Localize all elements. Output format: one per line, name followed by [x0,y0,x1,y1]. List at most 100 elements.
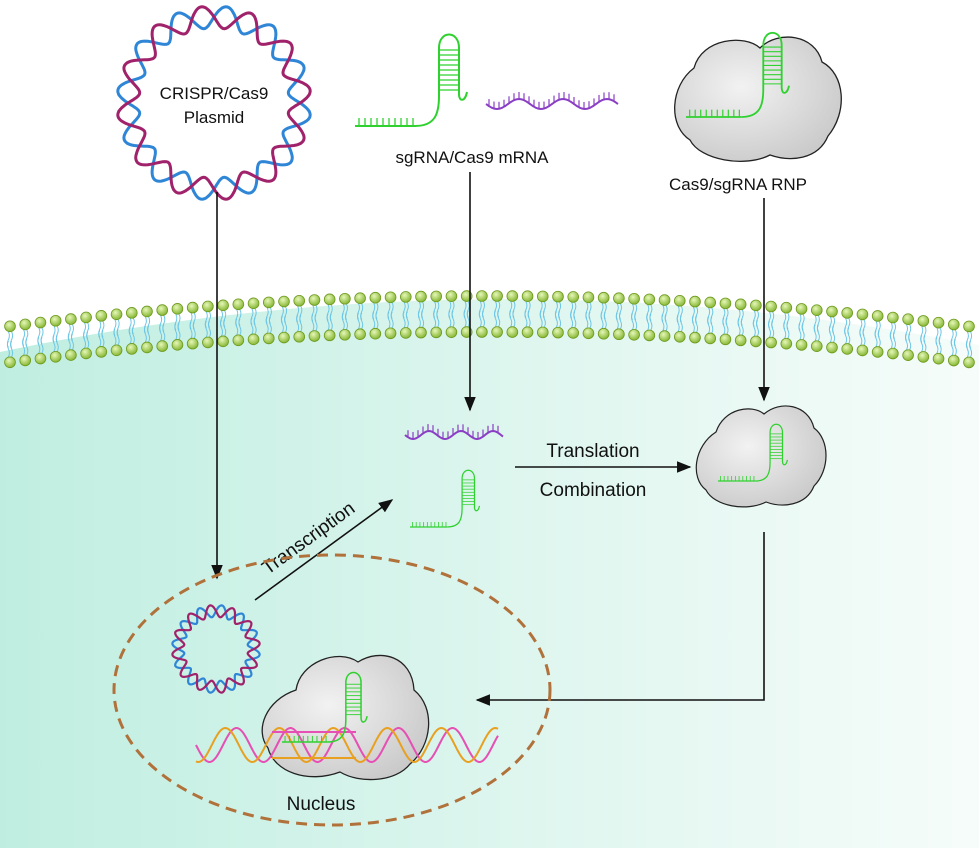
lipid-tail [341,313,345,330]
lipid-tail [284,315,288,333]
sgrna-icon [355,33,468,127]
cas9-protein-shape [674,36,842,162]
lipid-tail [862,328,866,346]
lipid-head [841,343,854,355]
lipid-head [308,330,321,342]
rnp-label: Cas9/sgRNA RNP [669,175,807,194]
cell-membrane [4,290,975,369]
cell-cytoplasm [0,299,979,848]
lipid-tail [570,311,574,328]
lipid-tail [707,316,711,334]
lipid-head [217,299,229,312]
lipid-head [95,346,108,358]
lipid-tail [390,311,394,329]
lipid-tail [969,340,973,358]
lipid-tail [646,313,650,331]
lipid-head [232,334,245,347]
lipid-tail [874,330,878,347]
lipid-head [765,336,777,349]
lipid-tail [481,310,485,327]
sgrna-hairpin [414,33,468,127]
lipid-tail [466,310,470,327]
lipid-tail [86,331,90,349]
lipid-head [963,320,975,333]
lipid-head [125,307,138,319]
lipid-tail [950,338,954,356]
lipid-head [506,290,519,302]
lipid-tail [497,310,501,327]
lipid-tail [935,337,939,354]
lipid-tail [25,338,29,356]
lipid-head [582,291,595,304]
lipid-head [171,339,184,351]
lipid-head [536,326,549,339]
sgrna-hairpin [447,469,481,528]
lipid-tail [527,310,531,328]
lipid-head [795,303,808,315]
lipid-head [4,356,16,369]
lipid-head [689,331,701,344]
lipid-tail [451,310,455,328]
translation-label: Translation [546,441,639,462]
lipid-tail [375,312,379,329]
lipid-tail [908,333,912,351]
lipid-head [247,297,260,310]
combination-label: Combination [540,480,647,501]
lipid-tail [162,324,166,341]
arrows [211,172,770,706]
lipid-tail [710,316,714,334]
nucleus-envelope [112,553,552,827]
lipid-head [613,292,625,305]
lipid-tail [131,327,135,344]
transcription-arrow [254,499,394,601]
lipid-head [125,343,138,355]
lipid-tail [877,330,881,347]
lipid-tail [192,321,196,339]
lipid-tail [558,311,562,328]
lipid-head [110,344,123,357]
lipid-tail [128,327,132,344]
lipid-tail [67,333,71,350]
cytoplasm-sgrna-icon [410,469,481,528]
lipid-tail [113,328,117,346]
lipid-head [765,300,777,313]
lipid-tail [938,337,942,354]
lipid-head [917,315,930,327]
lipid-head [384,327,397,340]
lipid-head [278,331,290,344]
lipid-head [963,356,975,369]
target-dna-helix [195,726,499,764]
lipid-head [704,332,717,345]
cytoplasm-mrna-icon [404,424,504,441]
lipid-head [719,297,732,310]
lipid-head [734,334,747,347]
lipid-head [856,344,869,357]
lipid-tail [463,310,467,327]
lipid-tail [786,322,790,339]
lipid-tail [844,327,848,344]
lipid-tail [631,313,635,330]
lipid-head [658,294,671,306]
lipid-head [80,311,92,324]
lipid-head [841,307,854,319]
lipid-tail [585,311,589,329]
lipid-tail [478,310,482,327]
lipid-head [887,347,899,360]
lipid-head [826,341,838,354]
lipid-head [719,333,732,346]
lipid-head [415,326,427,339]
lipid-head [202,336,214,349]
lipid-tail [417,310,421,328]
lipid-tail [539,310,543,328]
lipid-head [445,290,458,302]
lipid-head [80,347,92,360]
lipid-tail [83,331,87,349]
lipid-tail [965,340,969,358]
rnp-sgrna-icon [686,31,790,118]
lipid-tail [494,310,498,327]
lipid-head [354,328,366,340]
lipid-head [947,354,960,367]
lipid-tail [509,310,513,327]
lipid-tail [603,312,607,329]
lipid-tail [920,335,924,352]
